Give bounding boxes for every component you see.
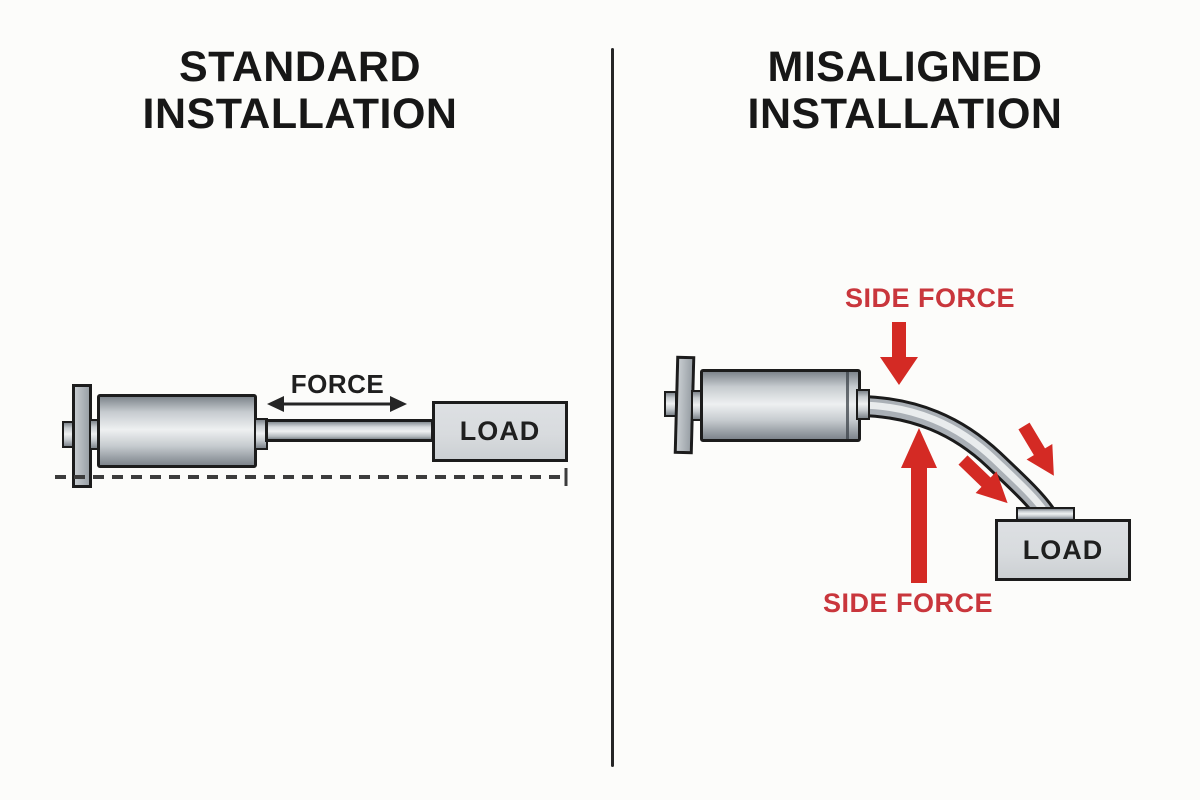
right-cylinder-endcap-line [846, 372, 849, 439]
left-title-line2: INSTALLATION [142, 90, 458, 138]
left-load-label: LOAD [459, 416, 541, 446]
side-force-top-label: SIDE FORCE [844, 283, 1016, 313]
right-load-box: LOAD [995, 519, 1131, 581]
force-label: FORCE [290, 369, 385, 399]
bend-diagonal-arrow-1-icon [958, 455, 1008, 504]
centerline-dashed-icon [55, 468, 568, 486]
left-load-box: LOAD [432, 401, 568, 462]
misaligned-rod-curve [859, 395, 1057, 523]
left-cylinder-body [97, 394, 257, 468]
right-load-label: LOAD [1022, 534, 1104, 565]
panel-divider-line [611, 48, 614, 767]
left-piston-rod [265, 419, 434, 442]
right-title-line2: INSTALLATION [747, 90, 1063, 138]
side-force-down-arrow-icon [880, 322, 918, 385]
left-title-line1: STANDARD [178, 43, 422, 91]
right-front-collar [856, 389, 870, 420]
side-force-up-arrow-icon [901, 428, 937, 583]
right-title-line1: MISALIGNED [767, 43, 1043, 91]
side-force-bottom-label: SIDE FORCE [822, 588, 994, 618]
right-cylinder-body [700, 369, 861, 442]
right-panel-title: MISALIGNED INSTALLATION [690, 44, 1120, 138]
bend-diagonal-arrow-2-icon [1018, 422, 1054, 476]
left-panel-title: STANDARD INSTALLATION [60, 44, 540, 138]
